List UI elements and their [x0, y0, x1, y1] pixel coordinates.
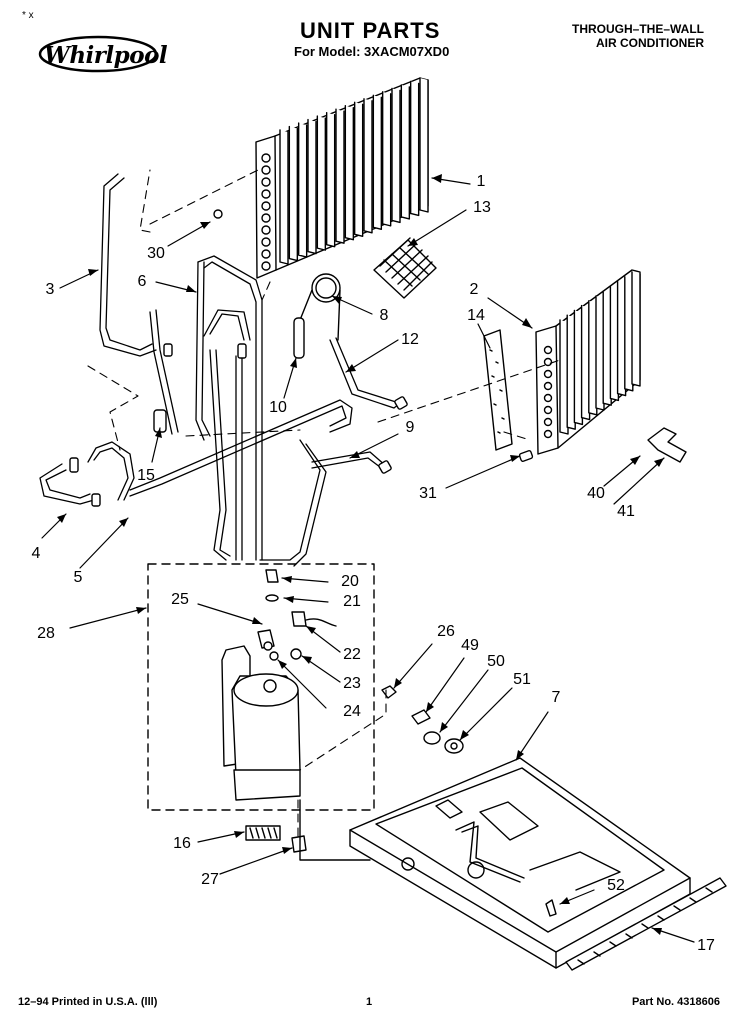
dashed-guides — [87, 167, 561, 837]
leader-arrowheads — [57, 174, 664, 935]
callout-6: 6 — [137, 273, 147, 290]
callout-13: 13 — [473, 199, 491, 216]
tube-fittings — [69, 209, 534, 507]
callout-40: 40 — [587, 485, 605, 502]
callout-2: 2 — [469, 281, 479, 298]
model-line: For Model: 3XACM07XD0 — [294, 44, 450, 59]
callout-5: 5 — [73, 569, 83, 586]
leader-lines — [41, 177, 695, 943]
coil-tube-ends — [261, 153, 271, 271]
callout-27: 27 — [201, 871, 219, 888]
filter-pad — [373, 237, 437, 299]
page-title: UNIT PARTS — [300, 18, 441, 43]
product-line-2: AIR CONDITIONER — [596, 36, 704, 50]
terminal-hardware — [263, 569, 337, 661]
insulation-strip — [483, 329, 513, 451]
callout-12: 12 — [401, 331, 419, 348]
callout-25: 25 — [171, 591, 189, 608]
callout-22: 22 — [343, 646, 361, 663]
callout-26: 26 — [437, 623, 455, 640]
callout-8: 8 — [379, 307, 389, 324]
condenser-coil — [255, 77, 429, 279]
callout-17: 17 — [697, 937, 715, 954]
page-number: 1 — [366, 996, 373, 1008]
whirlpool-logo: Whirlpool — [38, 30, 168, 74]
brand-wordmark: Whirlpool — [44, 42, 168, 69]
evaporator-coil — [535, 269, 641, 455]
callout-31: 31 — [419, 485, 437, 502]
part-number: Part No. 4318606 — [631, 996, 720, 1008]
callout-51: 51 — [513, 671, 531, 688]
callout-49: 49 — [461, 637, 479, 654]
callout-52: 52 — [607, 877, 625, 894]
callout-4: 4 — [31, 545, 41, 562]
callout-50: 50 — [487, 653, 505, 670]
callout-16: 16 — [173, 835, 191, 852]
mounting-bracket — [647, 427, 687, 463]
callout-3: 3 — [45, 281, 55, 298]
callout-7: 7 — [551, 689, 561, 706]
mounting-hardware — [381, 685, 557, 917]
base-pan — [299, 757, 691, 969]
callout-21: 21 — [343, 593, 361, 610]
compressor-assembly-outline — [147, 563, 375, 811]
foam-strip — [565, 877, 727, 971]
callout-24: 24 — [343, 703, 361, 720]
callout-1: 1 — [476, 173, 486, 190]
refrigerant-tubing — [39, 173, 405, 567]
product-line-1: THROUGH–THE–WALL — [572, 22, 704, 36]
grommet — [291, 835, 307, 853]
callout-20: 20 — [341, 573, 359, 590]
callout-41: 41 — [617, 503, 635, 520]
compressor — [221, 629, 301, 801]
capillary-coil — [293, 273, 341, 359]
callout-30: 30 — [147, 245, 165, 262]
callout-28: 28 — [37, 625, 55, 642]
callout-23: 23 — [343, 675, 361, 692]
print-info: 12–94 Printed in U.S.A. (lll) — [18, 996, 158, 1008]
callout-14: 14 — [467, 307, 485, 324]
callout-15: 15 — [137, 467, 155, 484]
callout-10: 10 — [269, 399, 287, 416]
corner-mark: * x — [22, 10, 34, 21]
callout-9: 9 — [405, 419, 415, 436]
